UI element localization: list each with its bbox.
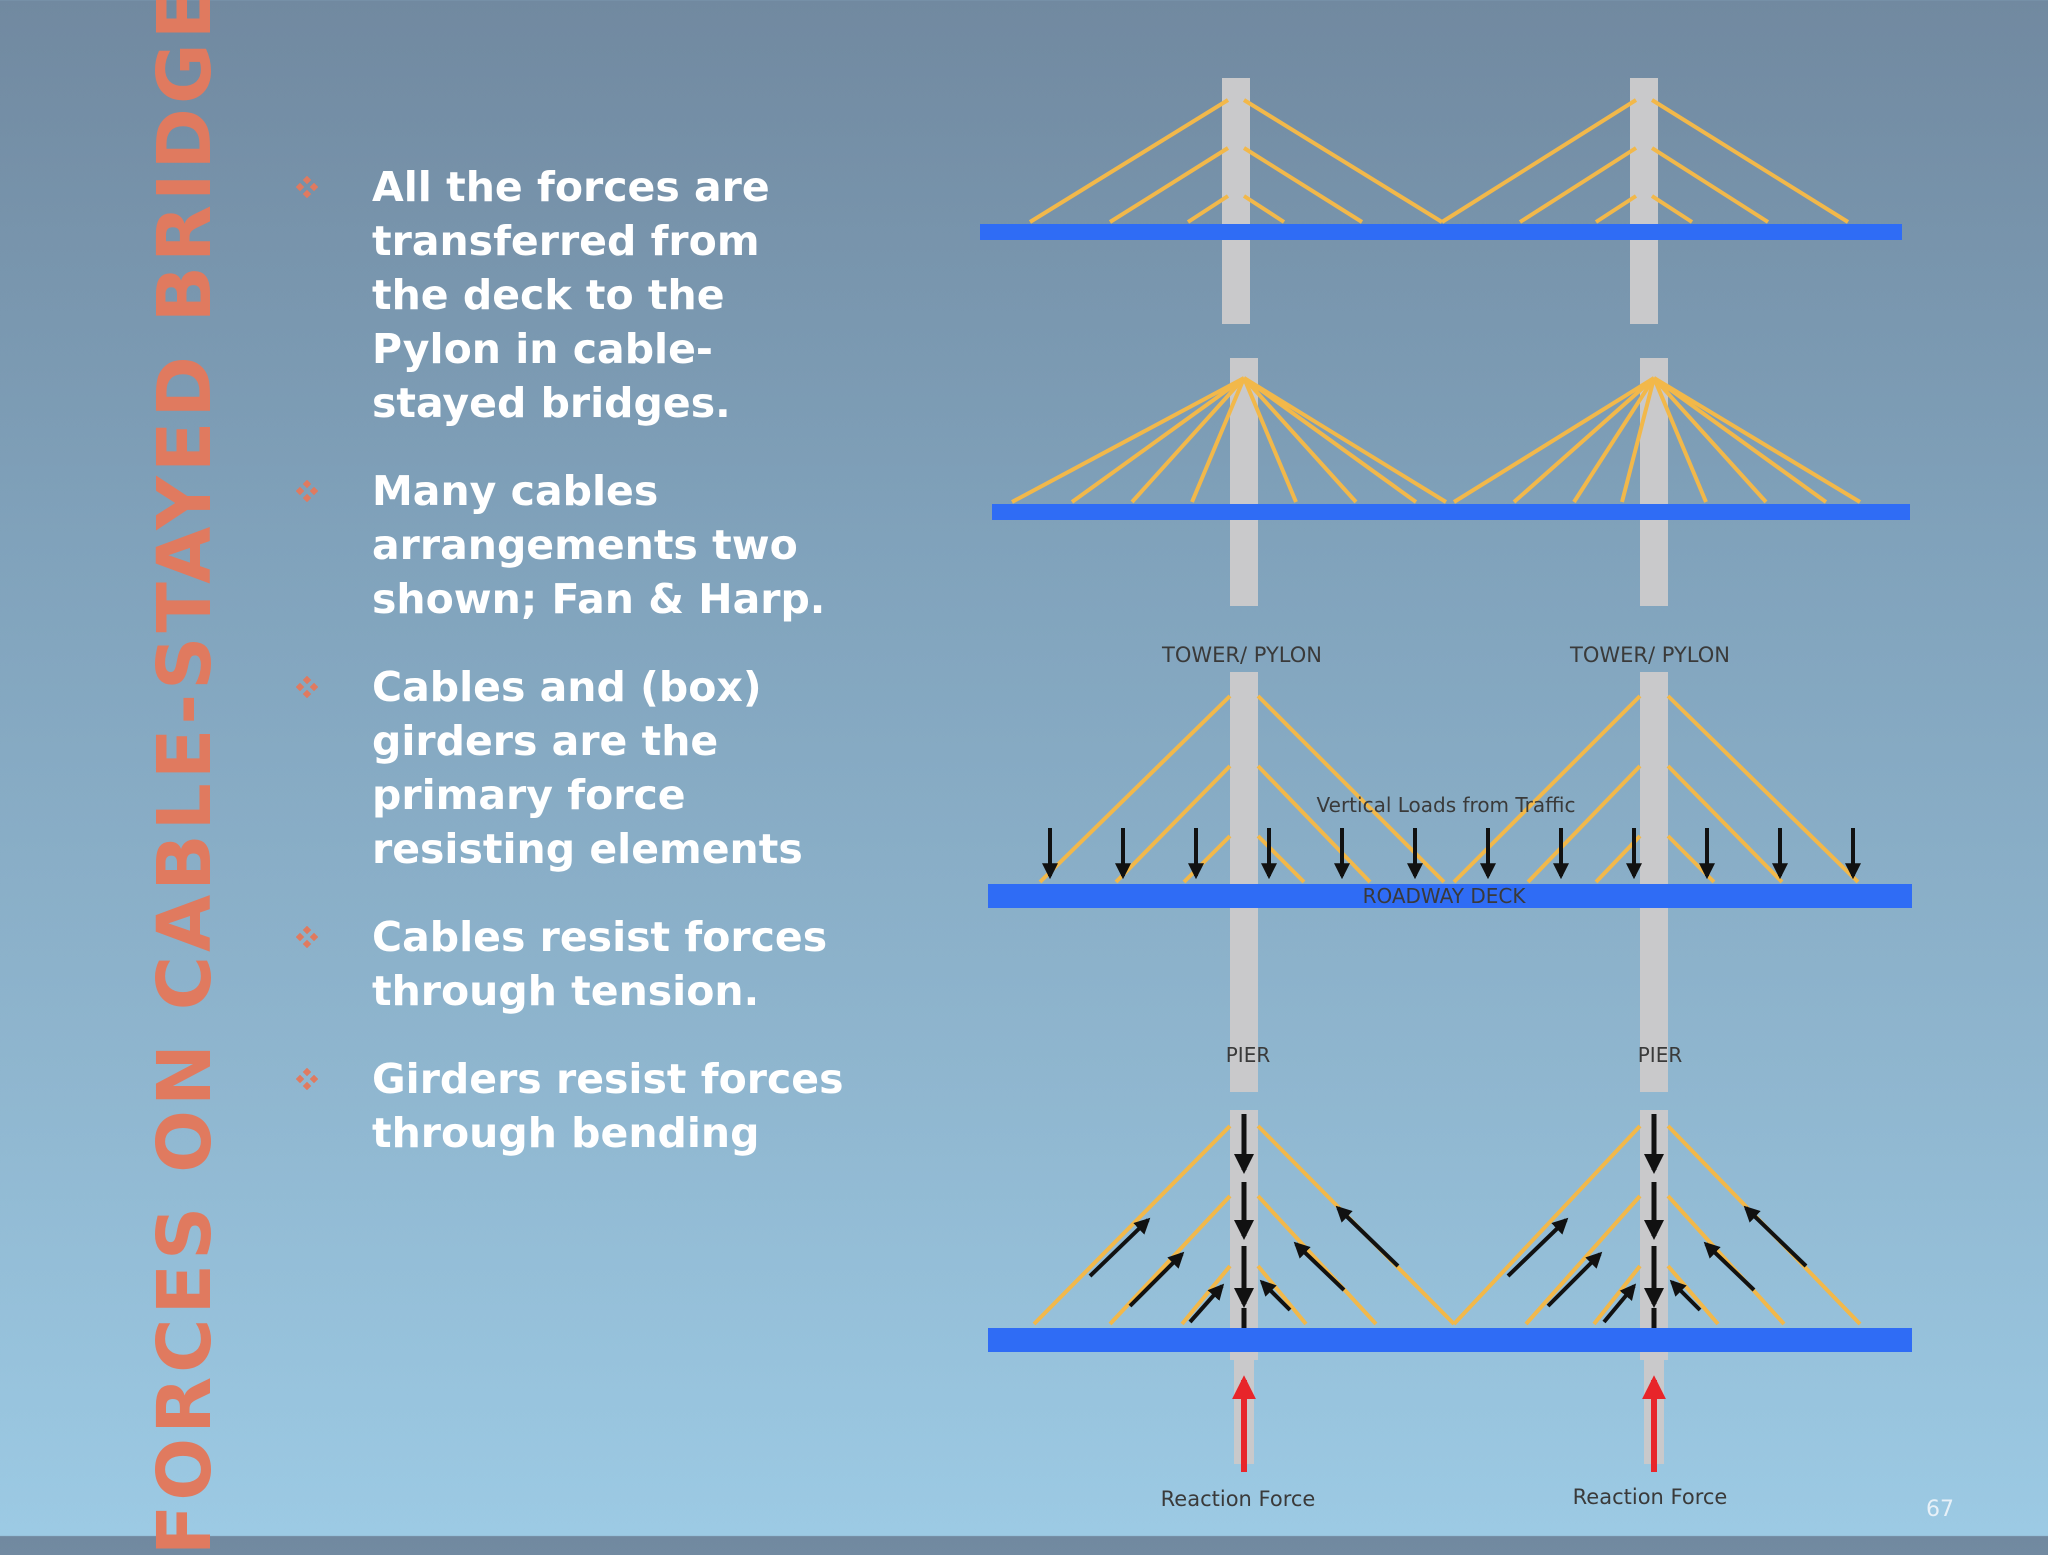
bullet-text: Girders resist forces through bending <box>372 1055 844 1157</box>
roadway-deck <box>988 884 1912 908</box>
bullet-item: Cables resist forces through tension. <box>290 910 850 1018</box>
pier-label-right: PIER <box>1638 1043 1683 1067</box>
tower-label-left: TOWER/ PYLON <box>1161 643 1322 667</box>
bullet-text: Cables resist forces through tension. <box>372 913 828 1015</box>
traffic-load-arrows <box>1042 828 1861 880</box>
pylon <box>1230 672 1258 1092</box>
cables <box>1011 376 1862 504</box>
vertical-loads-label: Vertical Loads from Traffic <box>1317 793 1576 817</box>
slide-title: FORCES ON CABLE-STAYED BRIDGE <box>142 0 228 1555</box>
deck <box>992 504 1910 520</box>
page-number: 67 <box>1926 1497 1954 1522</box>
reaction-label-left: Reaction Force <box>1161 1487 1316 1511</box>
pylon <box>1640 672 1668 1092</box>
pylon <box>1230 358 1258 606</box>
cables <box>1028 98 1850 224</box>
pier-label-left: PIER <box>1226 1043 1271 1067</box>
four-diamond-icon <box>296 926 318 948</box>
fan-bridge-diagram <box>992 358 1910 606</box>
bullet-item: Cables and (box) girders are the primary… <box>290 660 850 876</box>
pylon-compression-arrows <box>1234 1114 1664 1352</box>
bullet-list: All the forces are transferred from the … <box>290 160 850 1194</box>
bullet-text: Cables and (box) girders are the primary… <box>372 663 803 873</box>
cable-tension-arrows <box>1088 1205 1808 1324</box>
cables <box>1038 694 1860 884</box>
bullet-item: All the forces are transferred from the … <box>290 160 850 430</box>
bullet-text: Many cables arrangements two shown; Fan … <box>372 467 826 623</box>
reaction-label-right: Reaction Force <box>1573 1485 1728 1509</box>
bullet-text: All the forces are transferred from the … <box>372 163 770 427</box>
pylon <box>1222 78 1250 324</box>
pylon <box>1630 78 1658 324</box>
title-column: FORCES ON CABLE-STAYED BRIDGE <box>140 0 230 1555</box>
four-diamond-icon <box>296 480 318 502</box>
bullet-item: Many cables arrangements two shown; Fan … <box>290 464 850 626</box>
roadway-deck-label: ROADWAY DECK <box>1363 884 1527 908</box>
four-diamond-icon <box>296 176 318 198</box>
labelled-bridge-diagram: TOWER/ PYLON TOWER/ PYLON Vertical Loads… <box>988 643 1912 1092</box>
four-diamond-icon <box>296 676 318 698</box>
bridge-diagram: TOWER/ PYLON TOWER/ PYLON Vertical Loads… <box>980 78 1912 1511</box>
deck <box>988 1328 1912 1352</box>
four-diamond-icon <box>296 1068 318 1090</box>
harp-bridge-diagram <box>980 78 1902 324</box>
tower-label-right: TOWER/ PYLON <box>1569 643 1730 667</box>
bullet-item: Girders resist forces through bending <box>290 1052 850 1160</box>
deck <box>980 224 1902 240</box>
force-flow-diagram: Reaction Force Reaction Force <box>988 1110 1912 1511</box>
cables <box>1032 1124 1862 1326</box>
